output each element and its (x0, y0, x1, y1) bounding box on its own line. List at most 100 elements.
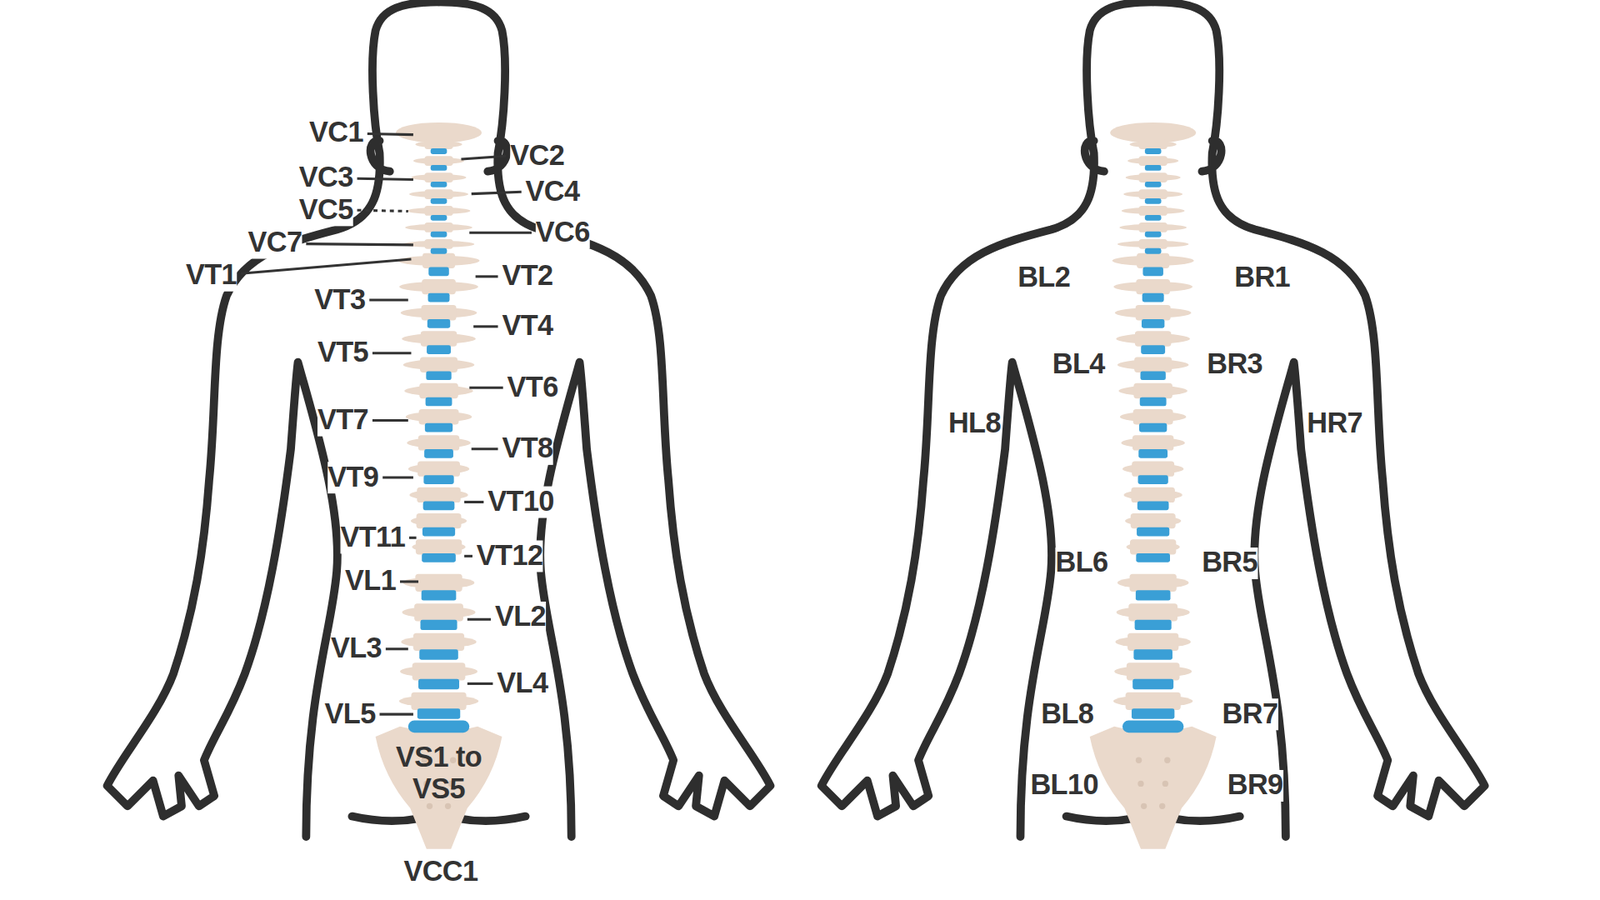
body-point-label: HR7 (1306, 407, 1363, 440)
vertebra-label: VT5 (317, 337, 369, 370)
intervertebral-disc (423, 475, 454, 485)
intervertebral-disc (417, 708, 460, 719)
body-half (1153, 1, 1485, 837)
sacral-foramen (1140, 803, 1147, 810)
vertebra-label: VC1 (309, 116, 364, 149)
intervertebral-disc (1145, 215, 1162, 221)
leader-line (240, 259, 411, 274)
leader-line (372, 419, 409, 422)
intervertebral-disc (425, 370, 451, 380)
intervertebral-disc (430, 148, 448, 155)
vertebra-label: VT7 (317, 405, 369, 437)
intervertebral-disc (1136, 527, 1170, 537)
body-point-label: BL10 (1030, 770, 1098, 802)
vertebra-body (410, 692, 466, 710)
body-point-label: BL2 (1017, 261, 1070, 294)
intervertebral-disc (424, 449, 454, 459)
leader-line (357, 178, 414, 180)
leader-line (473, 325, 498, 328)
intervertebral-disc (408, 720, 470, 733)
vertebra-label: VT8 (501, 433, 553, 465)
vertebra-label: VT10 (487, 486, 555, 519)
vertebra-label: VC6 (535, 216, 590, 249)
vertebra-label: VT12 (476, 540, 544, 572)
body-point-label: BR7 (1222, 698, 1279, 730)
vertebra-body (1128, 603, 1178, 621)
intervertebral-disc (1132, 679, 1174, 690)
body-point-label: BR5 (1201, 547, 1258, 580)
vertebra-label: VC4 (525, 175, 580, 208)
intervertebral-disc (421, 553, 456, 563)
spine (1090, 122, 1217, 850)
intervertebral-disc (425, 423, 453, 433)
vertebra-body (424, 239, 453, 250)
vertebra-body (424, 139, 453, 150)
leader-line (380, 713, 414, 716)
vertebra-body (416, 487, 460, 503)
vertebra-body (1133, 409, 1174, 425)
vertebra-label: VCC1 (403, 856, 478, 889)
vertebra-label: VT11 (340, 521, 406, 554)
body-point-label: BL8 (1040, 698, 1094, 730)
vertebra-body (1134, 357, 1172, 373)
intervertebral-disc (1135, 553, 1170, 563)
leader-lines (240, 133, 532, 715)
body-outline (107, 1, 771, 837)
body-point-label: BR1 (1234, 261, 1290, 294)
vertebra-body (1139, 172, 1168, 183)
vertebra-body (424, 155, 453, 166)
sacral-foramen (1162, 780, 1169, 787)
intervertebral-disc (1145, 148, 1162, 155)
intervertebral-disc (425, 397, 453, 407)
leader-line (471, 447, 499, 450)
vertebra-label: VT9 (327, 461, 379, 494)
vertebra-body (421, 279, 456, 295)
vertebra-label: VC7 (248, 227, 303, 260)
vertebra-label: VT3 (314, 284, 365, 316)
vertebra-label: VC3 (299, 161, 354, 194)
vertebra-body (1130, 487, 1175, 503)
vertebra-label: VT2 (501, 260, 553, 293)
intervertebral-disc (1145, 231, 1162, 238)
intervertebral-disc (1140, 345, 1165, 355)
leader-line (467, 682, 494, 685)
intervertebral-disc (427, 319, 450, 329)
vertebra-label: VL2 (495, 601, 546, 634)
vertebra-body (1139, 189, 1168, 200)
sacrum (375, 726, 503, 850)
vertebra-body (1139, 222, 1168, 233)
vertebra-body (1125, 692, 1181, 710)
intervertebral-disc (1138, 475, 1169, 485)
vertebra-body (1130, 574, 1177, 592)
intervertebral-disc (1135, 620, 1172, 630)
vertebra-label: VT4 (501, 310, 553, 343)
sacral-foramen (1137, 780, 1144, 787)
intervertebral-disc (428, 267, 449, 277)
leader-line (469, 386, 503, 390)
intervertebral-disc (423, 501, 455, 511)
intervertebral-disc (426, 345, 451, 355)
vertebra-body (1139, 239, 1168, 250)
intervertebral-disc (422, 527, 455, 537)
body-half (439, 1, 771, 837)
intervertebral-disc (1138, 449, 1168, 459)
vertebra-body (1130, 539, 1176, 555)
leader-line (372, 351, 412, 355)
body-half (821, 1, 1154, 837)
vertebra-body (420, 330, 458, 346)
intervertebral-disc (1135, 590, 1171, 600)
sacrum (1090, 726, 1217, 850)
vertebra-body (415, 574, 462, 592)
intervertebral-disc (1122, 720, 1184, 733)
leader-line (382, 476, 414, 480)
leader-line (475, 275, 499, 278)
vertebra-label: VL4 (496, 668, 548, 700)
vertebra-body (1131, 460, 1175, 476)
intervertebral-disc (1139, 423, 1167, 433)
leader-line (467, 618, 491, 621)
intervertebral-disc (430, 198, 448, 205)
vertebra-body (1135, 279, 1170, 295)
vertebra-body (414, 603, 464, 621)
